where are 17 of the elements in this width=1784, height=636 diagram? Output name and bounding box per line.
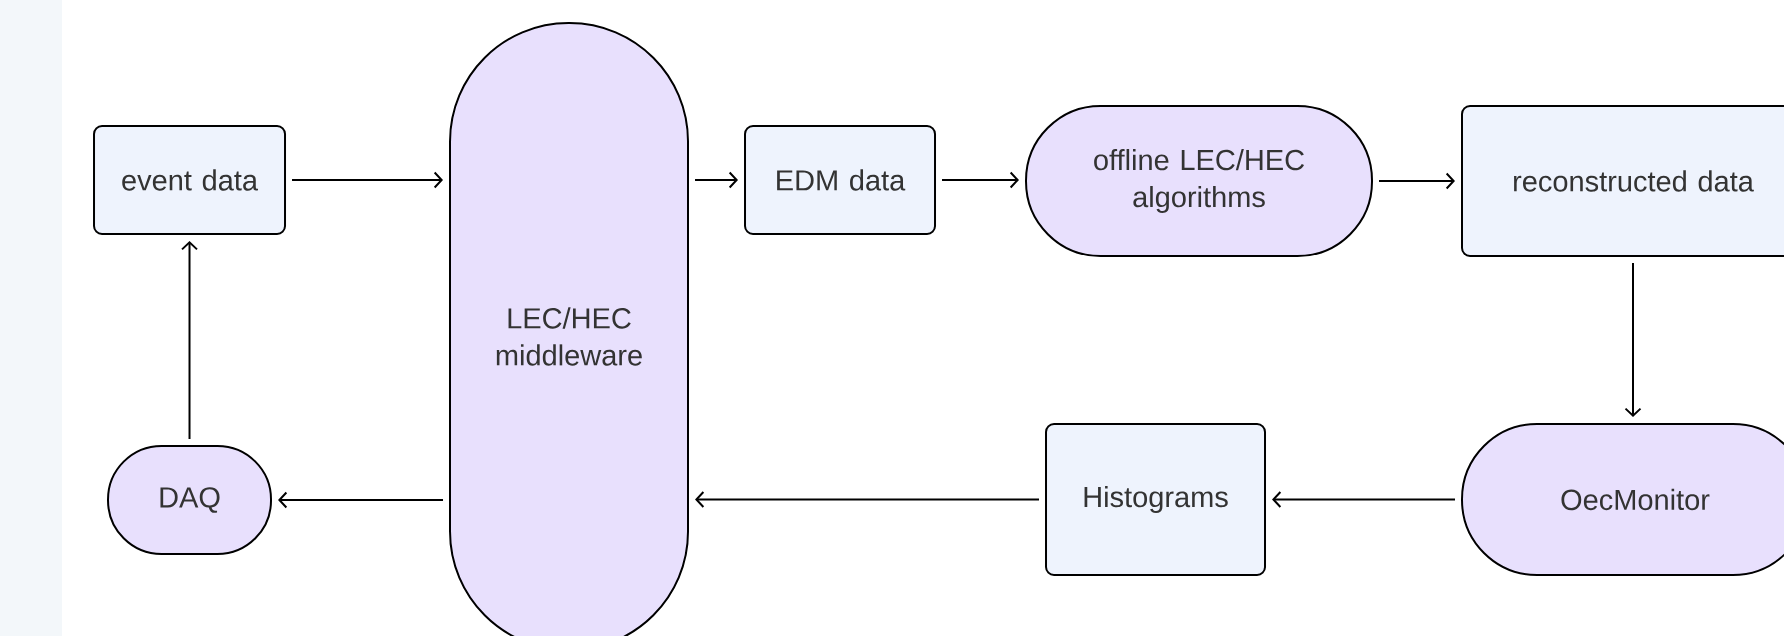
arrow (1272, 491, 1456, 508)
arrow (1378, 172, 1455, 190)
arrow (291, 171, 443, 189)
arrow (941, 171, 1019, 189)
arrow (695, 491, 1040, 508)
arrow (181, 241, 198, 440)
process-box: event data (93, 125, 286, 235)
process-terminal: offline LEC/HEC algorithms (1025, 105, 1373, 257)
process-box: EDM data (744, 125, 936, 235)
process-box: Histograms (1045, 423, 1266, 576)
process-terminal: LEC/HEC middleware (449, 22, 689, 636)
arrow (694, 171, 738, 189)
arrow (278, 491, 444, 509)
process-box: reconstructed data (1461, 105, 1784, 257)
process-terminal: OecMonitor (1461, 423, 1784, 576)
arrow (1624, 262, 1642, 417)
process-terminal: DAQ (107, 445, 272, 555)
